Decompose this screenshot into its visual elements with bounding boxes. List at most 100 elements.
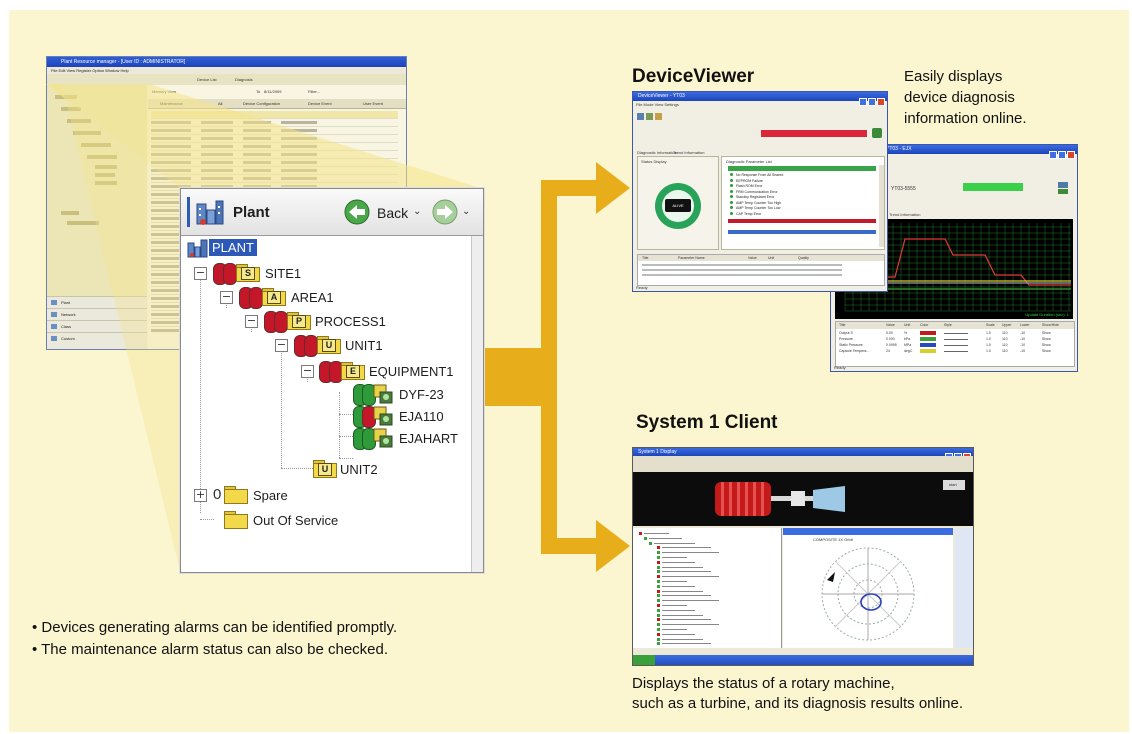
tree-node-site1[interactable]: − S SITE1 (194, 263, 314, 285)
system1-node-icon (657, 565, 660, 569)
diag-param-row[interactable]: FRM Communication Error (730, 189, 778, 195)
system1-node-icon (657, 580, 660, 583)
tree-node-unit2[interactable]: U UNIT2 (313, 459, 413, 481)
prm-grid-row[interactable] (151, 175, 398, 188)
diag-param-row[interactable]: AMP Temp Counter Too High (730, 200, 781, 206)
tree-node-unit1[interactable]: − U UNIT1 (275, 335, 395, 357)
prm-to-date[interactable]: 8/11/2009 (264, 89, 282, 94)
system1-tree-row[interactable] (644, 536, 682, 540)
tree-node-eja110[interactable]: EJA110 (353, 406, 463, 428)
system1-tree-row[interactable] (657, 560, 695, 564)
system1-tree-row[interactable] (657, 623, 719, 627)
prm-nav-class[interactable]: Class (47, 320, 147, 332)
prm-filter-button[interactable]: Filter... (308, 89, 321, 94)
forward-button[interactable]: ⌄ (431, 198, 475, 226)
collapse-icon[interactable]: − (275, 338, 288, 352)
tree-node-plant[interactable]: PLANT (187, 238, 267, 260)
collapse-icon[interactable]: − (245, 314, 258, 328)
system1-tree-row[interactable] (657, 575, 719, 579)
taskbar (633, 655, 973, 665)
system1-tree-row[interactable] (657, 604, 687, 607)
prm-tab-device-event[interactable]: Device Event (308, 101, 332, 106)
diag-param-row[interactable]: Standby Registrant Error (730, 195, 775, 200)
diag-param-row[interactable]: No Response From All Shared (730, 173, 783, 178)
tree-node-spare[interactable]: + 0 Spare (194, 486, 288, 504)
forward-dropdown-icon[interactable]: ⌄ (462, 206, 471, 217)
prm-grid-row[interactable] (151, 119, 398, 132)
prm-nav-custom[interactable]: Custom (47, 332, 147, 344)
system1-tree-row[interactable] (657, 589, 703, 593)
system1-tree-row[interactable] (657, 608, 695, 612)
tree-node-process1[interactable]: − P PROCESS1 (245, 311, 386, 333)
diag-param-row[interactable]: AMP Temp Counter Too Low (730, 206, 780, 211)
system1-window-controls[interactable] (944, 448, 971, 461)
prm-grid-tabs: Maintenance All Device Configuration Dev… (148, 99, 406, 109)
system1-tree-row[interactable] (657, 565, 703, 569)
system1-start-label[interactable]: start (949, 482, 957, 487)
alarm-badge-icon (304, 335, 318, 357)
prm-grid-row[interactable] (151, 127, 398, 140)
back-button[interactable]: Back ⌄ (343, 198, 423, 226)
prm-nav-plant[interactable]: Plant (47, 296, 147, 308)
system1-tree-row[interactable] (657, 613, 703, 617)
system1-tree-row[interactable] (657, 546, 711, 550)
system1-tree-row[interactable] (657, 570, 711, 574)
prm-device-list-button[interactable]: Device List (197, 77, 217, 82)
alarm-badge-icon (249, 287, 263, 309)
system1-tree-row[interactable] (639, 532, 669, 535)
system1-tree-row[interactable] (657, 551, 719, 555)
prm-grid-row[interactable] (151, 159, 398, 172)
diag-param-row[interactable]: EEPROM Failure (730, 178, 763, 184)
diag-tab-diagnostic[interactable]: Diagnostic Information (637, 150, 677, 155)
system1-node-icon (657, 604, 660, 607)
prm-diagnosis-button[interactable]: Diagnosis (235, 77, 253, 82)
system1-tree-row[interactable] (657, 642, 711, 646)
collapse-icon[interactable]: − (301, 364, 314, 378)
param-label: CAP Temp Error (736, 211, 762, 216)
trend-window-controls[interactable] (1048, 146, 1075, 159)
diag-window-controls[interactable] (858, 93, 885, 106)
system1-tree-row[interactable] (657, 632, 695, 636)
prm-tab-all[interactable]: All (218, 101, 223, 106)
diag-param-row[interactable]: CAP Temp Error (730, 211, 762, 217)
system1-node-icon (657, 599, 660, 603)
system1-tree-row[interactable] (657, 556, 687, 559)
prm-tab-maintenance[interactable]: Maintenance (160, 101, 183, 106)
tree-node-area1[interactable]: − A AREA1 (220, 287, 340, 309)
plant-tree-scrollbar[interactable] (471, 236, 483, 572)
start-button[interactable] (633, 655, 655, 665)
expand-icon[interactable]: + (194, 488, 207, 502)
prm-grid-row[interactable] (151, 111, 398, 124)
tree-node-equipment1[interactable]: − E EQUIPMENT1 (301, 361, 461, 383)
prm-nav-network[interactable]: Network (47, 308, 147, 320)
collapse-icon[interactable]: − (220, 290, 233, 304)
tree-node-out-of-service[interactable]: Out Of Service (214, 510, 364, 532)
diag-param-row[interactable]: Flash ROM Error (730, 184, 762, 189)
system1-tree-row[interactable] (657, 580, 687, 583)
trend-tab[interactable]: Trend Information (889, 212, 921, 217)
prm-grid-row[interactable] (151, 135, 398, 148)
system1-tree-row[interactable] (657, 628, 687, 631)
system1-tree-row[interactable] (657, 599, 719, 603)
system1-tree-row[interactable] (657, 584, 695, 588)
prm-grid-row[interactable] (151, 151, 398, 164)
tree-node-dyf-23[interactable]: DYF-23 (353, 384, 463, 406)
prm-tab-user-event[interactable]: User Event (363, 101, 383, 106)
diag-tab-trend[interactable]: Trend Information (673, 150, 705, 155)
prm-tab-device-config[interactable]: Device Configuration (243, 101, 281, 106)
trend-table-column-header: Scale (986, 323, 995, 327)
back-dropdown-icon[interactable]: ⌄ (413, 206, 422, 217)
system1-tree-row[interactable] (657, 637, 703, 641)
prm-grid-row[interactable] (151, 167, 398, 180)
tree-node-ejahart[interactable]: EJAHART (353, 428, 473, 450)
prm-grid-row[interactable] (151, 143, 398, 156)
system1-tree-row[interactable] (649, 541, 695, 545)
system1-tree-row[interactable] (657, 594, 711, 598)
system1-tree-row[interactable] (657, 618, 711, 622)
collapse-icon[interactable]: − (194, 266, 207, 280)
prm-nav-buttons: Plant Network Class Custom (47, 296, 147, 349)
